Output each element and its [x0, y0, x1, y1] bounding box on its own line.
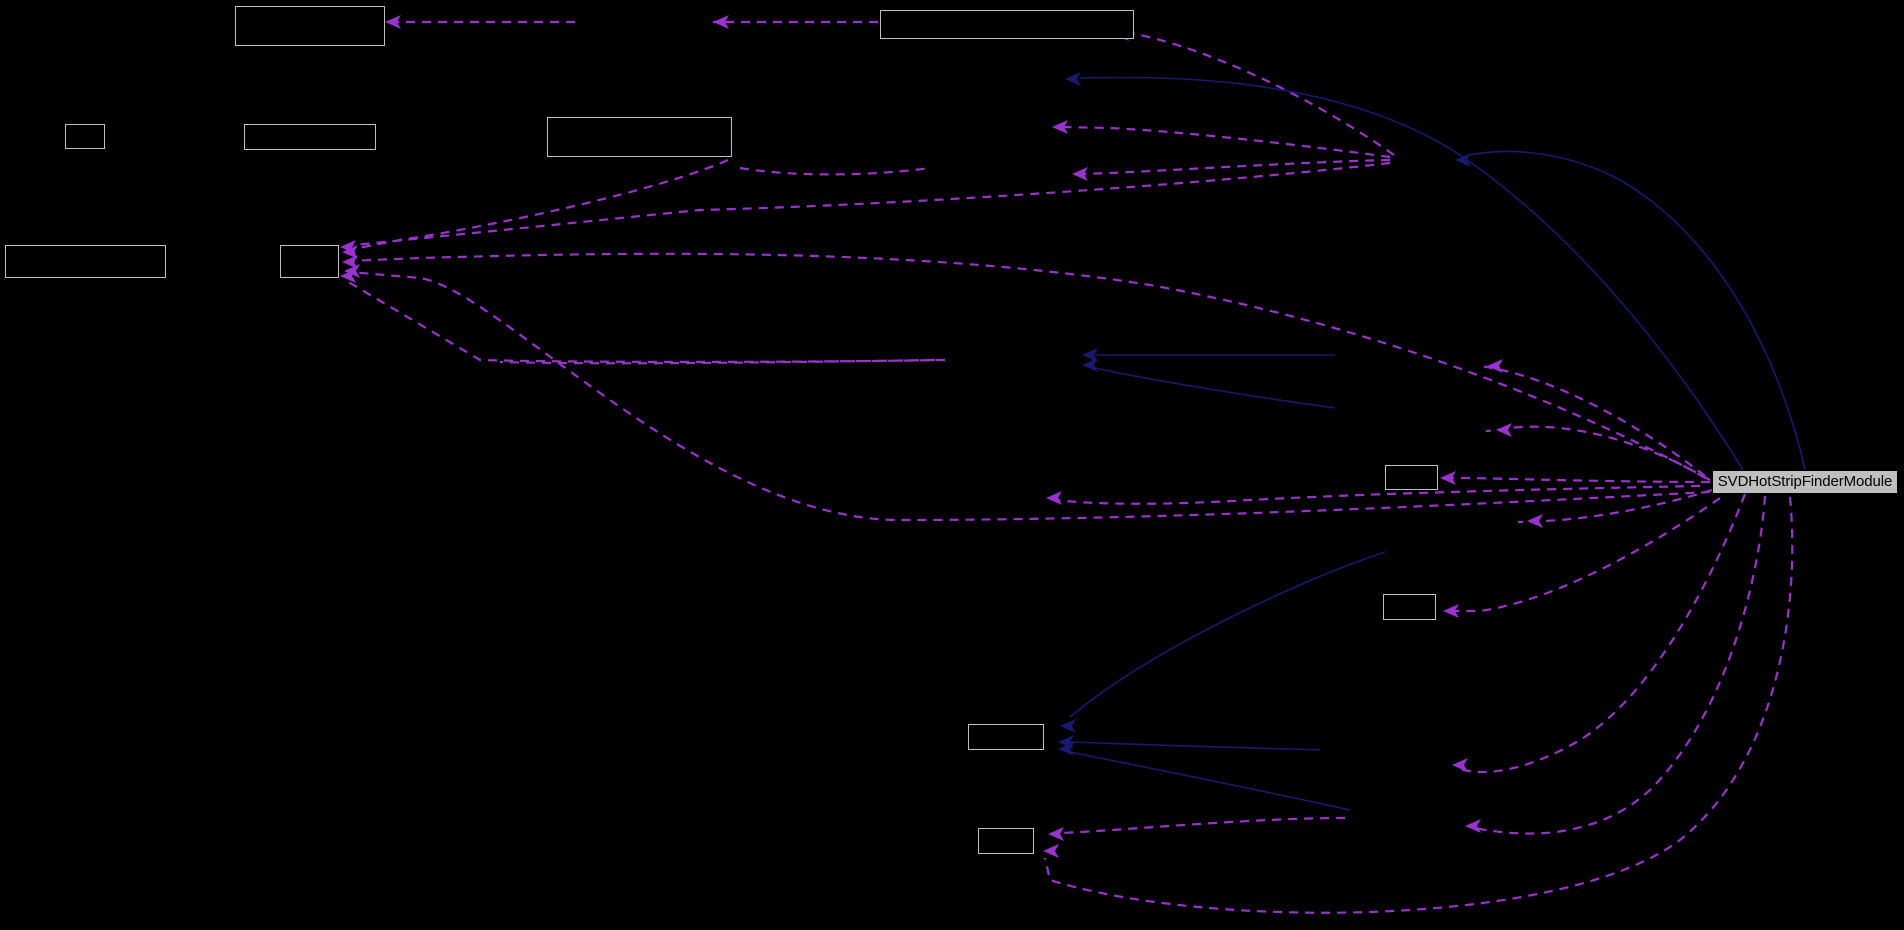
graph-node[interactable]	[244, 124, 376, 150]
graph-node[interactable]	[280, 245, 339, 278]
graph-node[interactable]	[978, 828, 1034, 854]
graph-edge	[1517, 488, 1713, 524]
edge-arrowhead	[340, 269, 356, 283]
graph-node[interactable]	[968, 724, 1044, 750]
graph-edge	[1059, 816, 1346, 835]
graph-edge	[1079, 158, 1391, 176]
edge-arrowhead	[1487, 359, 1503, 373]
graph-edge	[1055, 484, 1701, 505]
edge-arrowhead	[1527, 514, 1543, 528]
graph-node[interactable]	[65, 124, 105, 149]
node-label: SVDHotStripFinderModule	[1717, 472, 1893, 490]
graph-edge	[1464, 150, 1806, 471]
edge-arrowhead	[1065, 72, 1081, 86]
edge-arrowhead	[1058, 742, 1074, 756]
edge-arrowhead	[1046, 491, 1062, 505]
graph-node[interactable]	[1383, 594, 1436, 620]
graph-node[interactable]	[1385, 465, 1438, 490]
graph-edge	[1043, 496, 1794, 914]
edge-arrowhead	[1465, 819, 1481, 833]
graph-edge	[344, 161, 1391, 248]
edge-arrowhead	[1440, 471, 1456, 485]
edge-arrowhead	[342, 255, 358, 269]
edge-arrowhead	[1443, 604, 1459, 618]
edge-arrowhead	[1072, 167, 1088, 181]
graph-edge	[1069, 751, 1351, 811]
graph-edge	[344, 279, 946, 363]
graph-edge	[1477, 364, 1706, 477]
graph-edge	[347, 158, 729, 252]
edge-arrowhead	[342, 245, 358, 259]
graph-edge	[1447, 476, 1711, 484]
edge-arrowhead	[1455, 153, 1471, 167]
graph-edge	[1094, 367, 1336, 409]
graph-edge	[347, 252, 1711, 481]
edge-arrowhead	[1082, 358, 1098, 372]
focus-node[interactable]: SVDHotStripFinderModule	[1712, 470, 1898, 494]
graph-node[interactable]	[880, 10, 1134, 39]
edge-arrowhead	[1052, 120, 1068, 134]
graph-node[interactable]	[235, 6, 385, 46]
edge-arrowhead	[1048, 827, 1064, 841]
edge-arrowhead	[713, 15, 729, 29]
graph-edge	[1474, 495, 1767, 835]
graph-edge	[1459, 493, 1747, 774]
graph-edge	[1485, 425, 1706, 479]
edge-arrowhead	[1082, 348, 1098, 362]
graph-node[interactable]	[5, 245, 166, 278]
graph-edge	[499, 358, 936, 365]
graph-edge	[1450, 497, 1721, 613]
edge-arrowhead	[1496, 423, 1512, 437]
graph-edge	[349, 270, 1711, 522]
edge-arrowhead	[385, 15, 401, 29]
graph-node[interactable]	[547, 117, 732, 157]
graph-edge	[1069, 551, 1386, 718]
edge-arrowhead	[1043, 844, 1059, 858]
edge-arrowhead	[1452, 758, 1468, 772]
edge-arrowhead	[1060, 719, 1076, 733]
graph-edge	[739, 166, 931, 176]
graph-edge	[1104, 28, 1395, 156]
graph-edge	[1079, 76, 1744, 471]
graph-edge	[1059, 125, 1391, 159]
graph-edge	[1069, 741, 1321, 751]
